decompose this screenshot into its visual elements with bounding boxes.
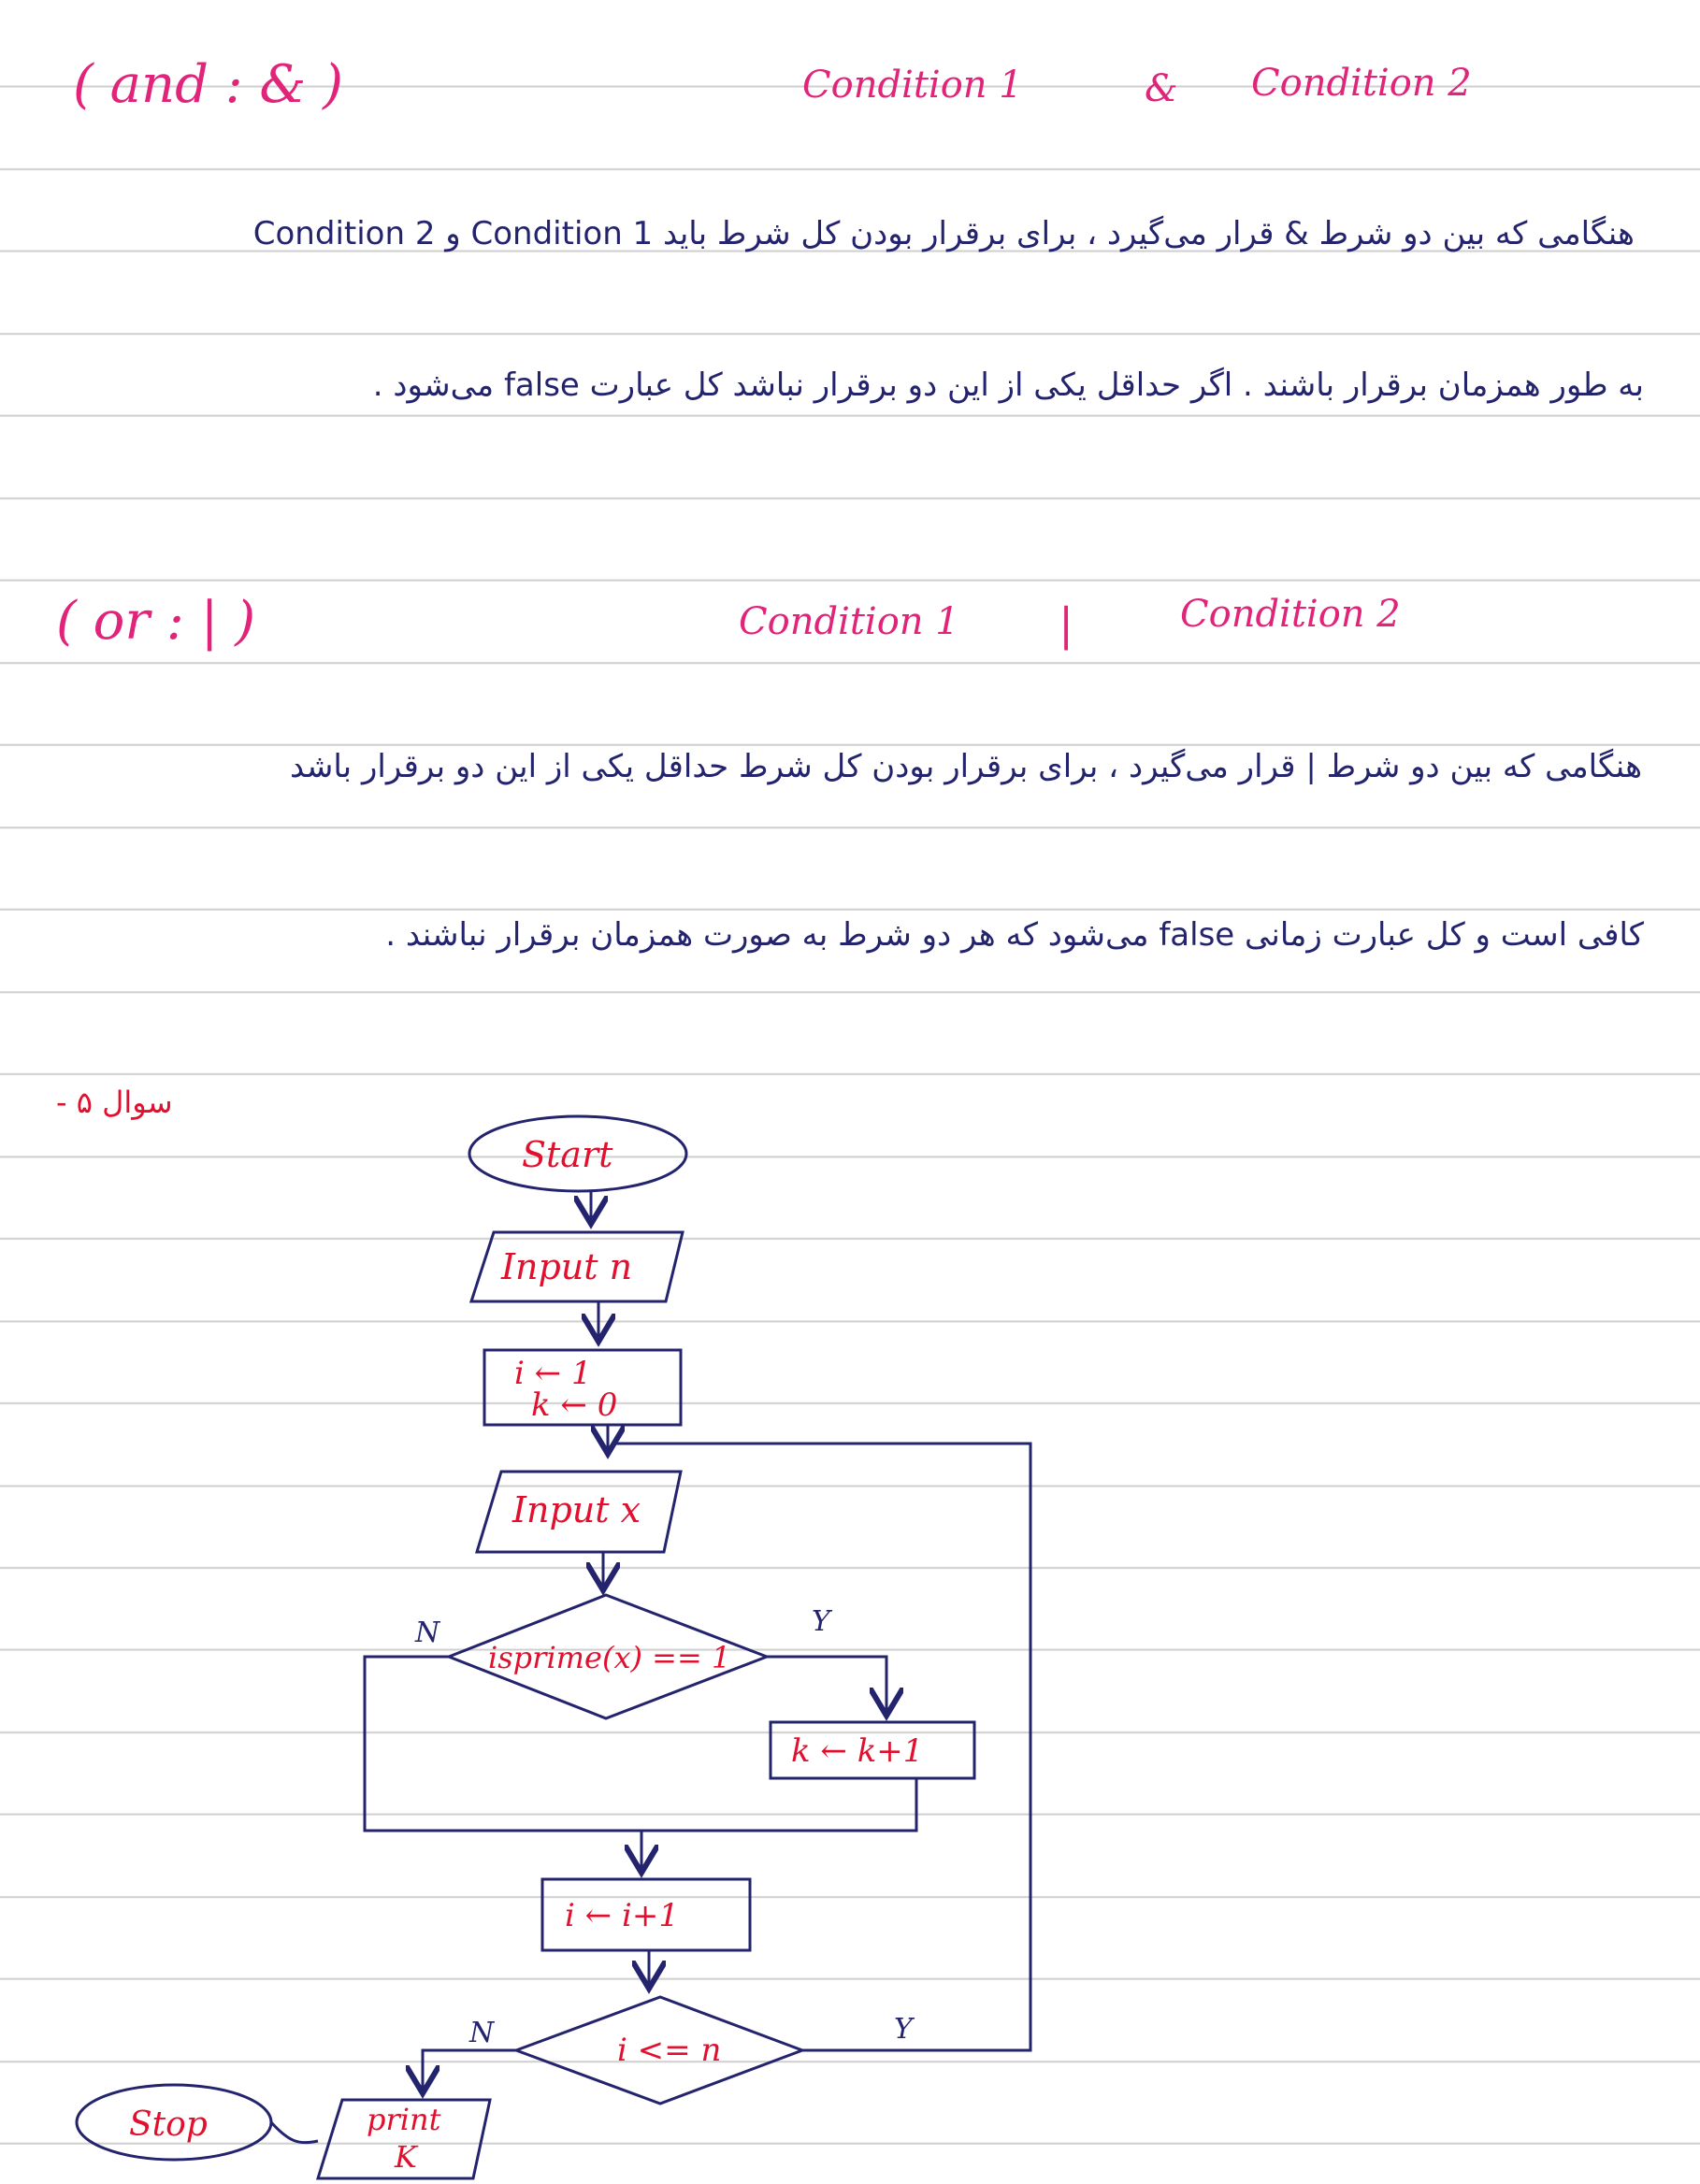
and-heading: ( and : & ) (73, 54, 343, 115)
increment-k-box (769, 1720, 976, 1780)
input-n-label: Input n (500, 1246, 632, 1287)
init-process-box (483, 1348, 683, 1427)
loop-decision-diamond (511, 1995, 807, 2105)
increment-i-label: i ← i+1 (565, 1897, 679, 1934)
and-operator: & (1145, 67, 1178, 110)
loop-back-connector (612, 1442, 1032, 2052)
question-label: سوال ۵ - (56, 1085, 173, 1120)
or-explanation-line2: کافی است و کل عبارت زمانی false می‌شود ک… (385, 916, 1644, 954)
init-i-label: i ← 1 (514, 1355, 592, 1392)
init-k-label: k ← 0 (531, 1387, 617, 1424)
and-explanation-line2: به طور همزمان برقرار باشند . اگر حداقل ی… (372, 366, 1644, 404)
prime-decision-label: isprime(x) == 1 (488, 1640, 730, 1675)
print-label-line2: K (394, 2139, 419, 2175)
or-explanation-line1: هنگامی که بین دو شرط | قرار می‌گیرد ، بر… (289, 748, 1642, 785)
input-n-parallelogram (468, 1230, 684, 1303)
start-label: Start (522, 1134, 613, 1175)
loop-decision-label: i <= n (617, 2032, 721, 2069)
print-label-line1: print (367, 2102, 441, 2137)
or-right-operand: Condition 2 (1180, 593, 1401, 636)
prime-yes-label: Y (812, 1605, 833, 1638)
loop-no-label: N (468, 2017, 496, 2049)
input-x-label: Input x (511, 1489, 641, 1530)
start-terminal (468, 1114, 688, 1193)
or-left-operand: Condition 1 (739, 600, 959, 643)
loop-yes-label: Y (894, 2013, 915, 2046)
or-operator: | (1059, 598, 1074, 651)
and-right-operand: Condition 2 (1251, 62, 1472, 105)
prime-no-label: N (414, 1616, 441, 1649)
input-x-parallelogram (474, 1470, 683, 1554)
and-left-operand: Condition 1 (802, 64, 1023, 107)
or-heading: ( or : | ) (56, 591, 256, 652)
and-explanation-line1: هنگامی که بین دو شرط & قرار می‌گیرد ، بر… (252, 215, 1635, 252)
increment-i-box (540, 1877, 752, 1952)
print-parallelogram (315, 2098, 492, 2180)
stop-label: Stop (129, 2105, 208, 2144)
increment-k-label: k ← k+1 (791, 1732, 923, 1770)
